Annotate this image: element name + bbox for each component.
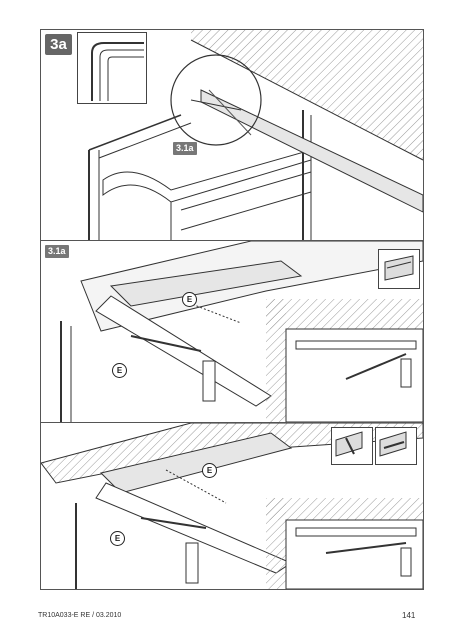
callout-e: E (112, 363, 127, 378)
detail-inset-bracket (378, 249, 420, 289)
panel-step-3a: 3a 3.1a (40, 29, 424, 241)
document-code: TR10A033-E RE / 03.2010 (38, 612, 122, 619)
illustration-bracket-attachment (60, 241, 423, 422)
reference-badge: 3.1a (45, 245, 69, 258)
panel-detail-3-1a-top: 3.1a E E (40, 240, 424, 423)
illustration-overview (88, 30, 423, 240)
detail-section-view (266, 498, 423, 589)
callout-e: E (110, 531, 125, 546)
panel-detail-3-1a-bottom: E E (40, 422, 424, 590)
detail-inset-clip-open (331, 427, 373, 465)
callout-e: E (182, 292, 197, 307)
page-number: 141 (402, 611, 416, 620)
step-badge: 3a (45, 34, 72, 55)
reference-badge: 3.1a (173, 142, 197, 155)
illustration-rail-fitting (41, 423, 423, 589)
detail-inset-profile (77, 32, 147, 104)
callout-e: E (202, 463, 217, 478)
detail-section-view (266, 299, 423, 422)
ceiling-hatch (191, 30, 423, 160)
detail-inset-clip-closed (375, 427, 417, 465)
